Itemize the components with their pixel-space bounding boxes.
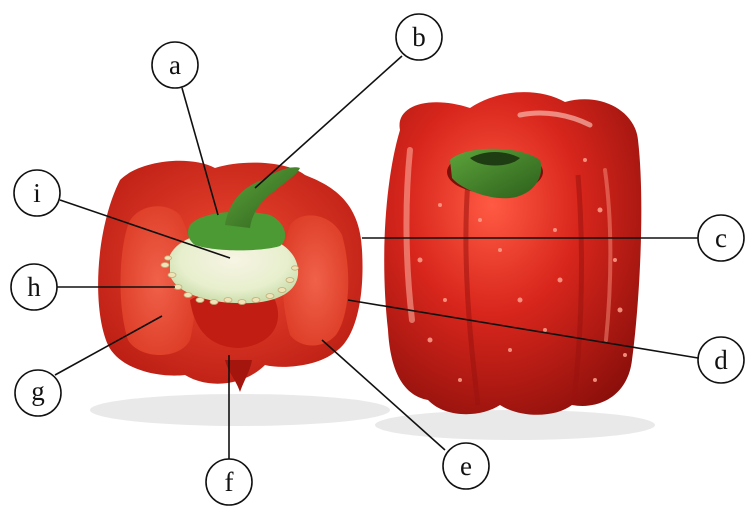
callout-c: c [698, 215, 744, 261]
callout-a: a [152, 42, 198, 88]
whole-pepper-body [384, 92, 641, 415]
label-c: c [715, 223, 727, 253]
cut-pepper [98, 161, 362, 392]
callout-e: e [443, 443, 489, 489]
label-g: g [31, 376, 45, 406]
callout-i: i [14, 170, 60, 216]
whole-pepper [384, 92, 641, 415]
cut-pepper-shadow [90, 394, 390, 426]
label-f: f [225, 467, 234, 497]
label-i: i [33, 178, 41, 208]
label-a: a [169, 50, 181, 80]
label-d: d [714, 345, 728, 375]
callout-b: b [396, 14, 442, 60]
callout-f: f [206, 459, 252, 505]
callout-d: d [698, 337, 744, 383]
label-e: e [460, 451, 472, 481]
label-h: h [27, 272, 41, 302]
label-b: b [412, 22, 426, 52]
callout-h: h [11, 264, 57, 310]
callout-g: g [15, 370, 61, 416]
leader-b [255, 56, 402, 188]
